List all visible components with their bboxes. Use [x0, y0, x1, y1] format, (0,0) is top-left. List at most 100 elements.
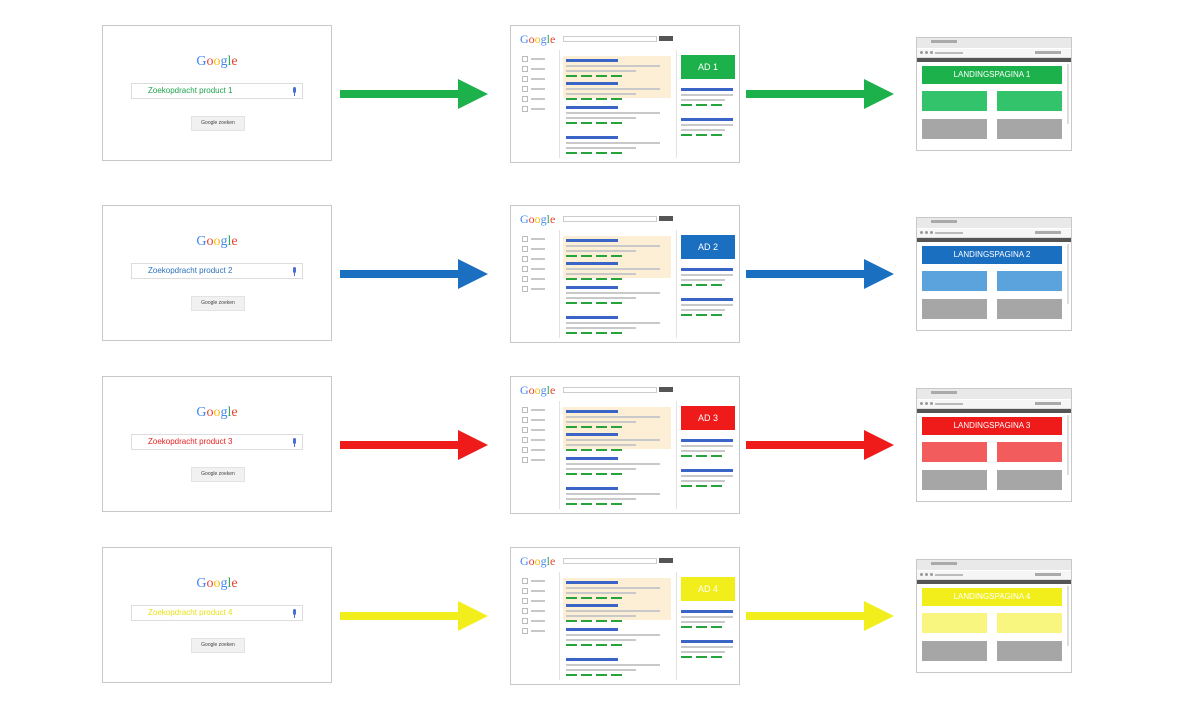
- browser-address-bar: [917, 49, 1071, 58]
- browser-nav-icon[interactable]: [925, 51, 928, 54]
- logo-letter: e: [231, 576, 238, 591]
- scrollbar[interactable]: [1067, 586, 1069, 646]
- google-logo: Google: [520, 383, 555, 398]
- scrollbar[interactable]: [1067, 415, 1069, 475]
- filter-checkbox[interactable]: [522, 427, 528, 433]
- result-url-line: [566, 426, 622, 428]
- search-input[interactable]: Zoekopdracht product 3: [131, 434, 303, 450]
- logo-letter: l: [227, 405, 232, 420]
- logo-letter: g: [220, 405, 228, 420]
- filter-checkbox[interactable]: [522, 106, 528, 112]
- side-ad-text-line: [681, 480, 725, 482]
- landing-page: LANDINGSPAGINA 2: [916, 217, 1072, 331]
- browser-nav-icon[interactable]: [920, 573, 923, 576]
- logo-letter: o: [213, 405, 221, 420]
- filter-checkbox[interactable]: [522, 608, 528, 614]
- results-search-bar[interactable]: [563, 558, 657, 564]
- browser-nav-icon[interactable]: [925, 573, 928, 576]
- results-search-button[interactable]: [659, 216, 673, 221]
- browser-tab[interactable]: [931, 391, 957, 394]
- filter-checkbox[interactable]: [522, 266, 528, 272]
- filter-checkbox[interactable]: [522, 447, 528, 453]
- filter-label-placeholder: [531, 449, 545, 451]
- result-url-line: [566, 332, 622, 334]
- filter-checkbox[interactable]: [522, 86, 528, 92]
- browser-nav-icon[interactable]: [930, 573, 933, 576]
- landing-block: [997, 91, 1062, 111]
- results-search-bar[interactable]: [563, 387, 657, 393]
- result-text-line: [566, 147, 636, 149]
- side-ad-title-line: [681, 118, 733, 121]
- filter-checkbox[interactable]: [522, 417, 528, 423]
- results-search-button[interactable]: [659, 558, 673, 563]
- filter-checkbox[interactable]: [522, 407, 528, 413]
- landing-page: LANDINGSPAGINA 3: [916, 388, 1072, 502]
- filter-checkbox[interactable]: [522, 76, 528, 82]
- filter-checkbox[interactable]: [522, 578, 528, 584]
- search-input[interactable]: Zoekopdracht product 2: [131, 263, 303, 279]
- address-url-placeholder: [935, 574, 963, 576]
- results-search-button[interactable]: [659, 387, 673, 392]
- result-text-line: [566, 250, 636, 252]
- browser-nav-icon[interactable]: [930, 51, 933, 54]
- logo-letter: G: [196, 576, 207, 591]
- browser-nav-icon[interactable]: [920, 402, 923, 405]
- filter-checkbox[interactable]: [522, 588, 528, 594]
- filter-checkbox[interactable]: [522, 56, 528, 62]
- search-input[interactable]: Zoekopdracht product 4: [131, 605, 303, 621]
- result-title-line: [566, 604, 618, 607]
- google-search-button[interactable]: Google zoeken: [191, 467, 245, 482]
- search-input[interactable]: Zoekopdracht product 1: [131, 83, 303, 99]
- scrollbar[interactable]: [1067, 64, 1069, 124]
- browser-tab[interactable]: [931, 562, 957, 565]
- results-search-button[interactable]: [659, 36, 673, 41]
- logo-letter: o: [213, 576, 221, 591]
- filter-checkbox[interactable]: [522, 236, 528, 242]
- filter-checkbox[interactable]: [522, 246, 528, 252]
- filter-checkbox[interactable]: [522, 66, 528, 72]
- filter-checkbox[interactable]: [522, 96, 528, 102]
- google-search-button[interactable]: Google zoeken: [191, 296, 245, 311]
- logo-letter: o: [534, 554, 541, 568]
- result-title-line: [566, 410, 618, 413]
- side-ad-url-line: [681, 455, 725, 457]
- scrollbar[interactable]: [1067, 244, 1069, 304]
- filter-checkbox[interactable]: [522, 256, 528, 262]
- filter-checkbox[interactable]: [522, 628, 528, 634]
- filter-label-placeholder: [531, 600, 545, 602]
- results-search-bar[interactable]: [563, 216, 657, 222]
- arrow-results-to-landing-shape: [746, 601, 894, 631]
- results-search-bar[interactable]: [563, 36, 657, 42]
- logo-letter: G: [196, 54, 207, 69]
- browser-tab[interactable]: [931, 40, 957, 43]
- result-text-line: [566, 439, 660, 441]
- filter-checkbox[interactable]: [522, 276, 528, 282]
- result-title-line: [566, 581, 618, 584]
- result-title-line: [566, 658, 618, 661]
- browser-nav-icon[interactable]: [920, 51, 923, 54]
- browser-tab-bar: [917, 389, 1071, 399]
- filter-checkbox[interactable]: [522, 437, 528, 443]
- google-search-button[interactable]: Google zoeken: [191, 116, 245, 131]
- filter-checkbox[interactable]: [522, 618, 528, 624]
- browser-nav-icon[interactable]: [930, 231, 933, 234]
- side-ad-text-line: [681, 616, 733, 618]
- top-ad-area: [563, 236, 671, 278]
- filter-checkbox[interactable]: [522, 286, 528, 292]
- filter-checkbox[interactable]: [522, 598, 528, 604]
- filter-label-placeholder: [531, 439, 545, 441]
- site-nav-bar: [917, 409, 1071, 413]
- browser-nav-icon[interactable]: [925, 231, 928, 234]
- logo-letter: l: [546, 32, 551, 46]
- browser-tab[interactable]: [931, 220, 957, 223]
- arrow-results-to-landing-shape: [746, 430, 894, 460]
- filter-checkbox[interactable]: [522, 457, 528, 463]
- side-ad-title-line: [681, 268, 733, 271]
- logo-letter: l: [227, 54, 232, 69]
- browser-nav-icon[interactable]: [925, 402, 928, 405]
- google-search-button[interactable]: Google zoeken: [191, 638, 245, 653]
- browser-nav-icon[interactable]: [920, 231, 923, 234]
- browser-nav-icon[interactable]: [930, 402, 933, 405]
